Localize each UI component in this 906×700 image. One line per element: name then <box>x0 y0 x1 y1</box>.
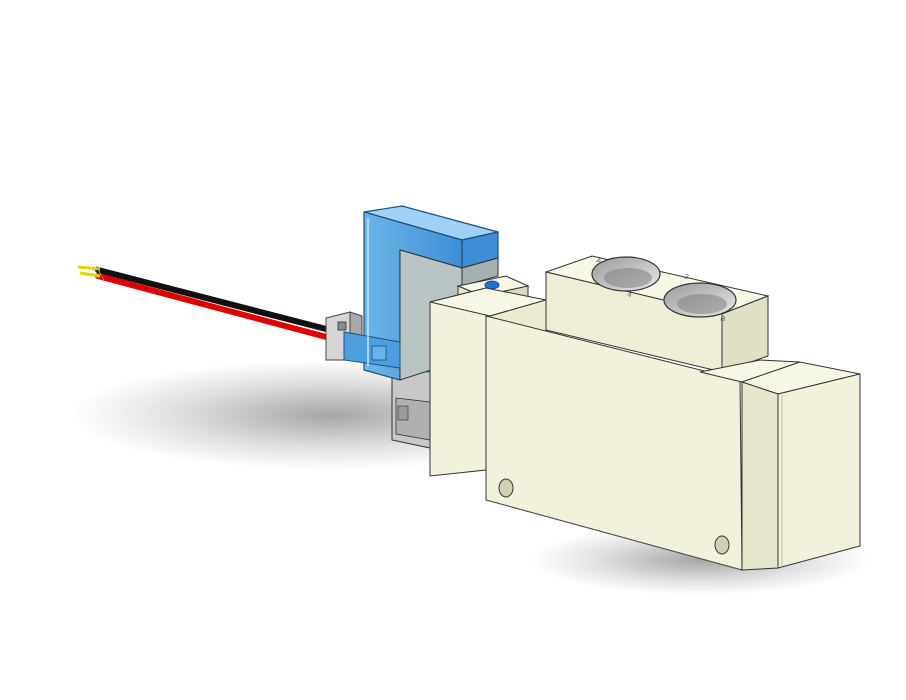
lead-wires <box>77 265 333 341</box>
end-cap <box>740 361 861 571</box>
port-label-b: B <box>719 315 726 323</box>
mounting-hole-right <box>714 535 730 555</box>
port-label-4: 4 <box>626 291 632 299</box>
wire-black <box>95 267 333 333</box>
mounting-hole-left <box>498 478 514 498</box>
port-label-2: 2 <box>683 273 689 281</box>
wire-tip-2 <box>79 271 101 278</box>
valve-body: A 4 2 B <box>429 255 801 571</box>
solenoid-coil <box>343 205 499 381</box>
wire-tip-1 <box>77 265 101 271</box>
wire-red <box>95 273 333 341</box>
port-label-a: A <box>595 257 602 265</box>
pilot-base <box>391 367 431 449</box>
